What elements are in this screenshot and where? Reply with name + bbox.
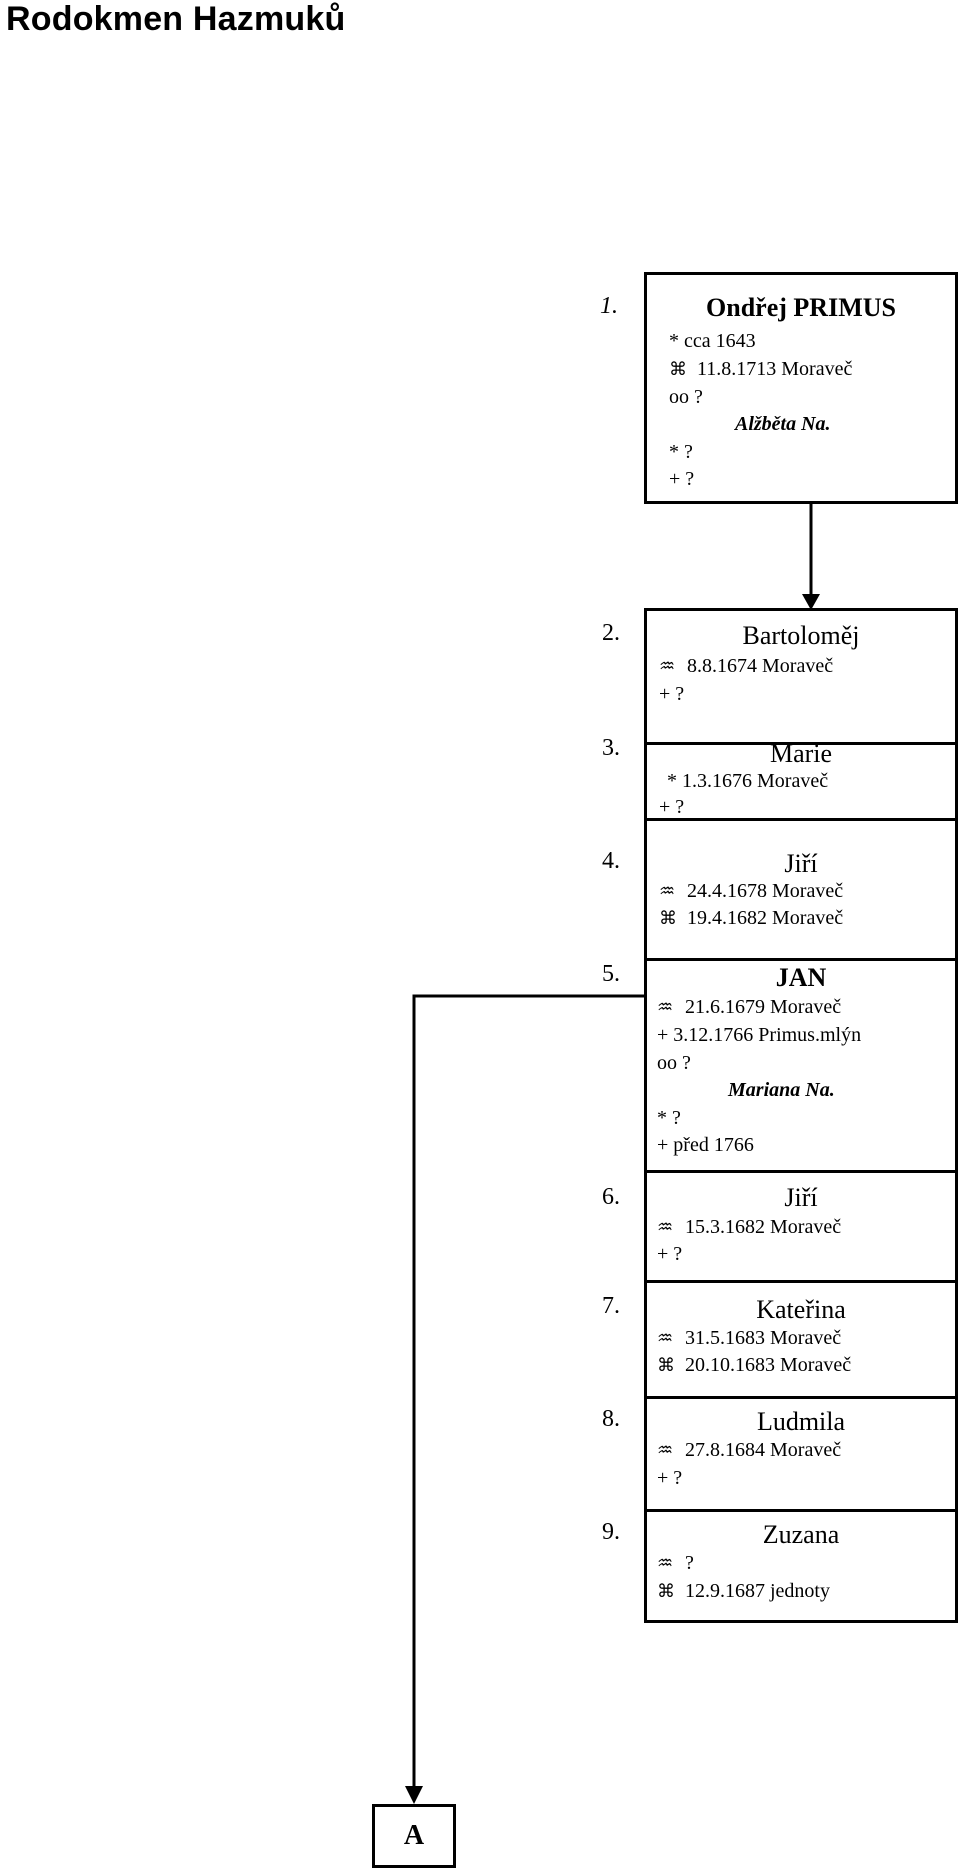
baptism-icon: ♒ bbox=[657, 1553, 674, 1574]
person-name: Marie bbox=[769, 739, 833, 768]
person-box-jan: JAN ♒ 21.6.1679 Moraveč + 3.12.1766 Primu… bbox=[644, 958, 958, 1173]
death-date: 11.8.1713 Moraveč bbox=[697, 358, 853, 380]
death-line: ⌘ 19.4.1682 Moraveč bbox=[659, 907, 843, 930]
baptism-line: ♒ 24.4.1678 Moraveč bbox=[659, 880, 843, 903]
person-name: Ondřej PRIMUS bbox=[706, 293, 896, 322]
spouse-death: + ? bbox=[669, 468, 695, 490]
baptism-icon: ♒ bbox=[659, 656, 676, 677]
person-box-ludmila: Ludmila ♒ 27.8.1684 Moraveč + ? bbox=[644, 1396, 958, 1512]
continuation-box-a: A bbox=[372, 1804, 456, 1868]
person-box-katerina: Kateřina ♒ 31.5.1683 Moraveč ⌘ 20.10.1683 … bbox=[644, 1280, 958, 1399]
baptism-date: 21.6.1679 Moraveč bbox=[685, 996, 842, 1018]
baptism-date: 31.5.1683 Moraveč bbox=[685, 1327, 842, 1349]
baptism-date: 24.4.1678 Moraveč bbox=[687, 880, 844, 902]
marriage: oo ? bbox=[657, 1052, 691, 1074]
generation-number: 6. bbox=[602, 1184, 620, 1210]
generation-number: 1. bbox=[600, 293, 618, 319]
person-box-bartolomej: Bartoloměj ♒ 8.8.1674 Moraveč + ? bbox=[644, 608, 958, 745]
person-box-zuzana: Zuzana ♒? ⌘ 12.9.1687 jednoty bbox=[644, 1509, 958, 1623]
burial-icon: ⌘ bbox=[657, 1581, 675, 1602]
generation-number: 3. bbox=[602, 735, 620, 761]
person-box-ondrej: Ondřej PRIMUS * cca 1643 ⌘ 11.8.1713 Mora… bbox=[644, 272, 958, 504]
baptism-icon: ♒ bbox=[659, 881, 676, 902]
baptism-icon: ♒ bbox=[657, 1217, 674, 1238]
person-box-marie: Marie * 1.3.1676 Moraveč + ? bbox=[644, 739, 958, 821]
person-name: Ludmila bbox=[756, 1407, 846, 1436]
person-name: Jiří bbox=[784, 1183, 818, 1212]
death-line: ⌘ 12.9.1687 jednoty bbox=[657, 1580, 830, 1603]
spouse-name: Mariana Na. bbox=[728, 1079, 835, 1101]
baptism-icon: ♒ bbox=[657, 1328, 674, 1349]
generation-number: 2. bbox=[602, 620, 620, 646]
generation-number: 7. bbox=[602, 1293, 620, 1319]
generation-number: 8. bbox=[602, 1406, 620, 1432]
baptism-line: ♒ 31.5.1683 Moraveč bbox=[657, 1327, 841, 1350]
baptism-line: ♒ 21.6.1679 Moraveč bbox=[657, 996, 841, 1019]
burial-icon: ⌘ bbox=[669, 359, 687, 380]
death-line: ⌘ 20.10.1683 Moraveč bbox=[657, 1354, 851, 1377]
burial-icon: ⌘ bbox=[657, 1355, 675, 1376]
baptism-line: ♒ 8.8.1674 Moraveč bbox=[659, 655, 833, 678]
baptism-date: 8.8.1674 Moraveč bbox=[687, 655, 834, 677]
death-date: + ? bbox=[657, 1467, 683, 1489]
death-date: + ? bbox=[659, 683, 685, 705]
person-name: Jiří bbox=[784, 849, 818, 878]
person-box-jiri-1682: Jiří ♒ 15.3.1682 Moraveč + ? bbox=[644, 1170, 958, 1283]
birth-date: * 1.3.1676 Moraveč bbox=[667, 770, 829, 792]
baptism-icon: ♒ bbox=[657, 997, 674, 1018]
arrowhead-children bbox=[802, 594, 820, 610]
death-date: + 3.12.1766 Primus.mlýn bbox=[657, 1024, 862, 1046]
person-name: Bartoloměj bbox=[742, 621, 860, 650]
death-date: + ? bbox=[657, 1243, 683, 1265]
baptism-line: ♒ 27.8.1684 Moraveč bbox=[657, 1439, 841, 1462]
burial-icon: ⌘ bbox=[659, 908, 677, 929]
page-title: Rodokmen Hazmuků bbox=[6, 0, 346, 38]
baptism-line: ♒ 15.3.1682 Moraveč bbox=[657, 1216, 841, 1239]
death-date: 19.4.1682 Moraveč bbox=[687, 907, 844, 929]
baptism-date: ? bbox=[685, 1552, 694, 1574]
birth-date: * cca 1643 bbox=[669, 330, 756, 352]
baptism-line: ♒? bbox=[657, 1552, 694, 1575]
spouse-name: Alžběta Na. bbox=[735, 413, 831, 435]
marriage: oo ? bbox=[669, 386, 703, 408]
generation-number: 4. bbox=[602, 848, 620, 874]
spouse-birth: * ? bbox=[669, 441, 693, 463]
generation-number: 9. bbox=[602, 1519, 620, 1545]
death-date: 20.10.1683 Moraveč bbox=[685, 1354, 852, 1376]
death-date: 12.9.1687 jednoty bbox=[685, 1580, 830, 1602]
person-name: Zuzana bbox=[762, 1520, 840, 1549]
connector-jan-branch bbox=[412, 994, 645, 1788]
person-box-jiri-1678: Jiří ♒ 24.4.1678 Moraveč ⌘ 19.4.1682 Morav… bbox=[644, 818, 958, 961]
spouse-birth: * ? bbox=[657, 1107, 681, 1129]
arrowhead-branch-a bbox=[405, 1786, 423, 1804]
person-name: Kateřina bbox=[756, 1295, 846, 1324]
death-line: ⌘ 11.8.1713 Moraveč bbox=[669, 358, 852, 381]
baptism-date: 15.3.1682 Moraveč bbox=[685, 1216, 842, 1238]
person-name: JAN bbox=[775, 963, 827, 992]
spouse-death: + před 1766 bbox=[657, 1134, 754, 1156]
baptism-icon: ♒ bbox=[657, 1440, 674, 1461]
death-date: + ? bbox=[659, 796, 685, 818]
baptism-date: 27.8.1684 Moraveč bbox=[685, 1439, 842, 1461]
generation-number: 5. bbox=[602, 961, 620, 987]
